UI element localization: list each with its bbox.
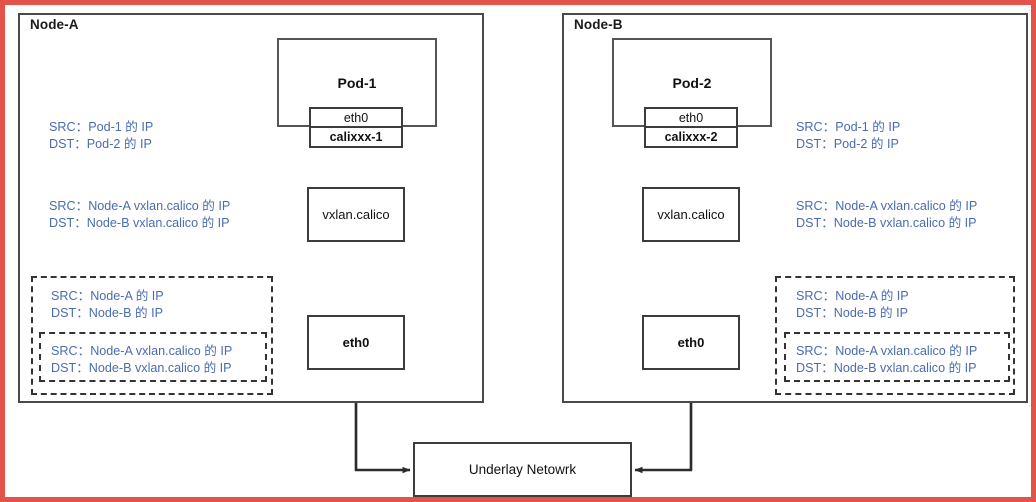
node-b-vxlan-box: vxlan.calico [642,187,740,242]
cali-1-label: calixxx-1 [329,130,383,144]
annotation-row: DST：Pod-2 的 IP [49,137,152,151]
node-a-title: Node-A [30,17,79,32]
annotation-b-vxlan-ip: SRC：Node-A vxlan.calico 的 IP DST：Node-B … [796,198,977,232]
underlay-network-label: Underlay Netowrk [468,462,577,477]
annotation-row: DST：Node-B vxlan.calico 的 IP [51,361,232,375]
node-a-vxlan-box: vxlan.calico [307,187,405,242]
node-b-title: Node-B [574,17,623,32]
annotation-row: SRC：Node-A vxlan.calico 的 IP [49,199,231,213]
cali-2-label: calixxx-2 [664,130,718,144]
pod-1-eth0-label: eth0 [343,110,369,125]
annotation-a-outer-dashed-box [31,276,273,395]
annotation-b-node-ip: SRC：Node-A 的 IP DST：Node-B 的 IP [796,288,909,322]
node-b-vxlan-label: vxlan.calico [657,207,725,222]
annotation-a-pod-ip: SRC：Pod-1 的 IP DST：Pod-2 的 IP [49,119,153,153]
annotation-row: DST：Node-B 的 IP [796,306,908,320]
annotation-b-inner-vxlan-ip: SRC：Node-A vxlan.calico 的 IP DST：Node-B … [796,343,977,377]
node-b-eth0-box: eth0 [642,315,740,370]
node-b-eth0-label: eth0 [677,335,705,350]
annotation-a-node-ip: SRC：Node-A 的 IP DST：Node-B 的 IP [51,288,164,322]
annotation-row: SRC：Pod-1 的 IP [49,120,154,134]
annotation-a-inner-dashed-box [39,332,267,382]
node-a-eth0-box: eth0 [307,315,405,370]
annotation-row: DST：Node-B vxlan.calico 的 IP [49,216,230,230]
annotation-a-inner-vxlan-ip: SRC：Node-A vxlan.calico 的 IP DST：Node-B … [51,343,232,377]
annotation-row: SRC：Pod-1 的 IP [796,120,901,134]
annotation-row: SRC：Node-A vxlan.calico 的 IP [51,344,233,358]
underlay-network-box: Underlay Netowrk [413,442,632,497]
pod-1-eth0-box: eth0 [309,107,403,128]
annotation-row: DST：Pod-2 的 IP [796,137,899,151]
node-a-eth0-label: eth0 [342,335,370,350]
cali-2-box: calixxx-2 [644,126,738,148]
annotation-a-vxlan-ip: SRC：Node-A vxlan.calico 的 IP DST：Node-B … [49,198,230,232]
pod-2-label: Pod-2 [672,75,712,91]
pod-1-label: Pod-1 [337,75,377,91]
annotation-row: SRC：Node-A vxlan.calico 的 IP [796,344,978,358]
cali-1-box: calixxx-1 [309,126,403,148]
annotation-row: SRC：Node-A 的 IP [796,289,909,303]
annotation-row: DST：Node-B vxlan.calico 的 IP [796,361,977,375]
annotation-row: DST：Node-B 的 IP [51,306,163,320]
annotation-b-outer-dashed-box [775,276,1015,395]
annotation-row: SRC：Node-A 的 IP [51,289,164,303]
annotation-b-pod-ip: SRC：Pod-1 的 IP DST：Pod-2 的 IP [796,119,900,153]
annotation-row: SRC：Node-A vxlan.calico 的 IP [796,199,978,213]
annotation-row: DST：Node-B vxlan.calico 的 IP [796,216,977,230]
pod-2-eth0-box: eth0 [644,107,738,128]
node-a-vxlan-label: vxlan.calico [322,207,390,222]
pod-2-eth0-label: eth0 [678,110,704,125]
annotation-b-inner-dashed-box [784,332,1010,382]
